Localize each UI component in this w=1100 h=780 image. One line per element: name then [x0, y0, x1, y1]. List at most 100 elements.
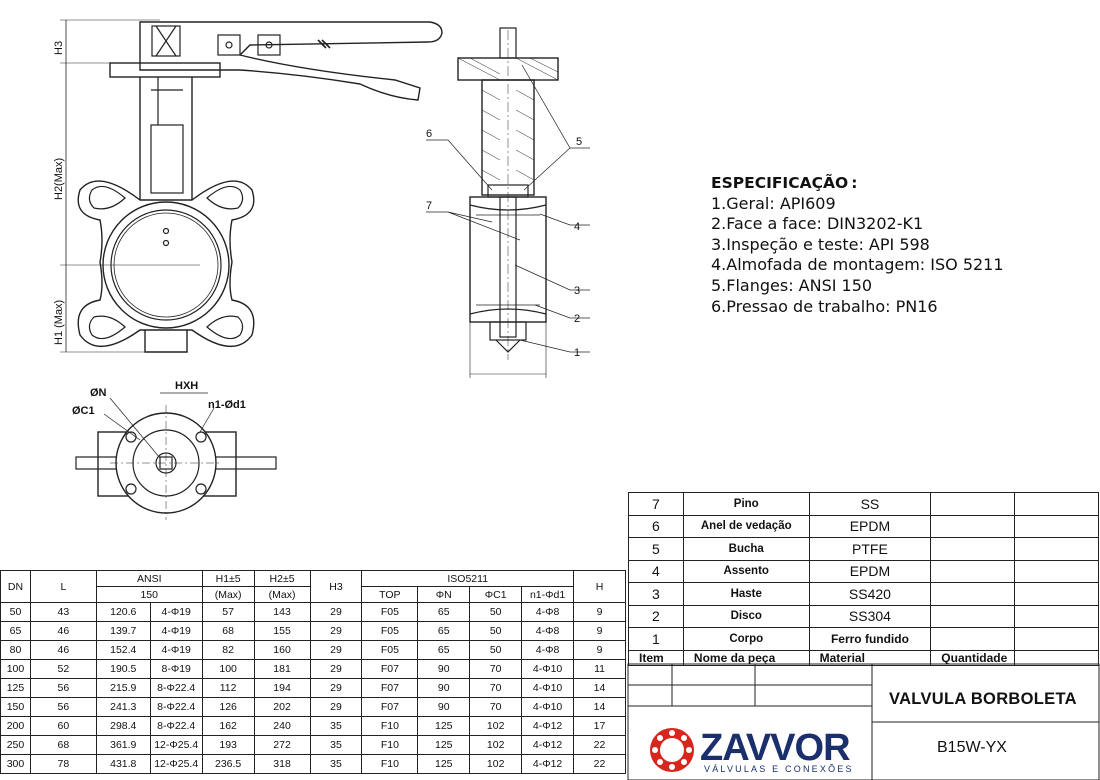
hxh-label: HXH [175, 380, 198, 392]
spec-item: 3.Inspeção e teste: API 598 [711, 234, 930, 254]
oc1-label: ØC1 [72, 405, 95, 417]
table-cell: 250 [0, 735, 31, 755]
table-cell: 80 [0, 640, 31, 660]
table-cell: 431.8 [95, 754, 151, 774]
table-cell: 29 [309, 621, 363, 641]
table-cell: 181 [253, 659, 311, 679]
parts-quantity [930, 537, 1016, 561]
table-cell: 22 [573, 754, 626, 774]
table-cell: 8-Φ22.4 [149, 678, 203, 698]
parts-item-number: 4 [628, 559, 684, 583]
parts-name: Bucha [682, 537, 810, 561]
table-cell: F10 [361, 754, 419, 774]
table-cell: 150 [0, 697, 31, 717]
dimension-table: DN L ANSI H1±5 H2±5 H3 ISO5211 H 150 (Ma… [0, 570, 626, 774]
table-cell: 57 [201, 602, 255, 622]
table-cell: 22 [573, 735, 626, 755]
table-cell: 70 [469, 697, 523, 717]
table-cell: F05 [361, 640, 419, 660]
table-cell: 100 [0, 659, 31, 679]
table-cell: 82 [201, 640, 255, 660]
table-cell: 70 [469, 659, 523, 679]
table-cell: 52 [29, 659, 97, 679]
parts-extra [1014, 582, 1099, 606]
table-cell: 90 [417, 697, 471, 717]
table-cell: F07 [361, 697, 419, 717]
drawing-title: VALVULA BORBOLETA [889, 690, 1077, 708]
table-cell: 35 [309, 716, 363, 736]
header-ansi-class: 150 [95, 586, 203, 603]
table-cell: 215.9 [95, 678, 151, 698]
table-cell: 4-Φ10 [521, 659, 575, 679]
table-cell: 102 [469, 754, 523, 774]
table-cell: 9 [573, 640, 626, 660]
logo-tagline: VÁLVULAS E CONEXÕES [704, 764, 854, 774]
table-cell: 65 [417, 621, 471, 641]
parts-extra [1014, 492, 1099, 516]
table-cell: 298.4 [95, 716, 151, 736]
table-cell: 125 [0, 678, 31, 698]
table-cell: 240 [253, 716, 311, 736]
table-cell: 4-Φ10 [521, 697, 575, 717]
table-cell: 78 [29, 754, 97, 774]
header-n1d1: n1-Φd1 [521, 586, 575, 603]
header-l: L [29, 570, 97, 603]
table-cell: 8-Φ22.4 [149, 716, 203, 736]
table-cell: 200 [0, 716, 31, 736]
table-cell: 4-Φ8 [521, 602, 575, 622]
table-cell: F10 [361, 716, 419, 736]
table-cell: 102 [469, 735, 523, 755]
header-h2: H2±5 [253, 570, 311, 587]
drawing-code: B15W-YX [937, 739, 1007, 756]
h3-label: H3 [53, 41, 65, 55]
parts-extra [1014, 514, 1099, 538]
parts-name: Disco [682, 604, 810, 628]
parts-extra [1014, 604, 1099, 628]
specification-block: ESPECIFICAÇÃO : 1.Geral: API609 2.Face a… [711, 173, 1004, 317]
parts-quantity [930, 514, 1016, 538]
parts-material: SS304 [808, 604, 932, 628]
parts-quantity [930, 604, 1016, 628]
table-cell: 120.6 [95, 602, 151, 622]
parts-material: SS [808, 492, 932, 516]
table-cell: 125 [417, 716, 471, 736]
callout-3: 3 [574, 285, 580, 297]
header-material: Material [808, 649, 932, 666]
table-cell: 126 [201, 697, 255, 717]
table-cell: 35 [309, 754, 363, 774]
table-cell: 4-Φ19 [149, 640, 203, 660]
parts-name: Anel de vedação [682, 514, 810, 538]
table-cell: F05 [361, 621, 419, 641]
table-cell: 162 [201, 716, 255, 736]
parts-extra [1014, 559, 1099, 583]
logo-gear-icon [650, 728, 694, 772]
table-cell: 125 [417, 754, 471, 774]
table-cell: 90 [417, 678, 471, 698]
callout-7: 7 [426, 200, 432, 212]
parts-material: SS420 [808, 582, 932, 606]
table-cell: 35 [309, 735, 363, 755]
table-cell: 155 [253, 621, 311, 641]
header-iso: ISO5211 [361, 570, 575, 587]
callout-6: 6 [426, 128, 432, 140]
table-cell: 12-Φ25.4 [149, 754, 203, 774]
spec-item: 6.Pressao de trabalho: PN16 [711, 296, 938, 316]
header-top: TOP [361, 586, 419, 603]
table-cell: 4-Φ10 [521, 678, 575, 698]
callout-5: 5 [576, 136, 582, 148]
table-cell: 4-Φ19 [149, 602, 203, 622]
table-cell: F07 [361, 678, 419, 698]
table-cell: 11 [573, 659, 626, 679]
header-name: Nome da peça [682, 649, 810, 666]
header-h3: H3 [309, 570, 363, 603]
parts-name: Corpo [682, 627, 810, 651]
parts-material: EPDM [808, 514, 932, 538]
